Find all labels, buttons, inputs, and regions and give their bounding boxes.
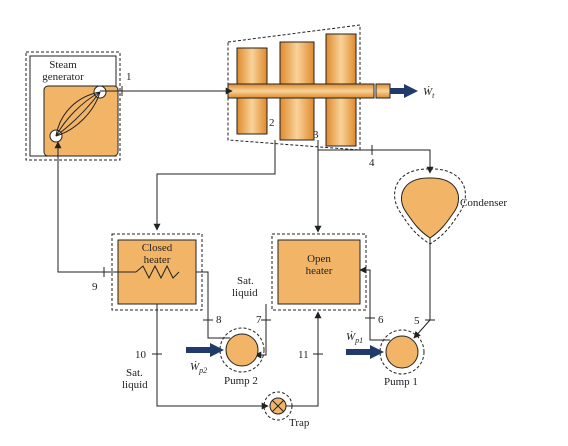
line-state-11 — [286, 311, 322, 407]
trap-label: Trap — [289, 417, 310, 429]
trap: Trap — [263, 391, 310, 429]
line-state-10 — [156, 304, 269, 410]
line-state-7 — [254, 304, 267, 359]
state-11-label: 11 — [298, 349, 309, 361]
open-heater: Open heater — [271, 233, 367, 311]
closed-heater-label-line1: Closed — [142, 242, 173, 254]
pump-2-label: Pump 2 — [224, 375, 258, 387]
steam-generator-label-line2: generator — [42, 71, 84, 83]
steam-generator: Steam generator — [25, 51, 121, 161]
line-state-4 — [317, 146, 434, 174]
state-5-label: 5 — [414, 315, 420, 327]
pump-1: Pump 1 — [379, 329, 425, 388]
turbine-shaft — [227, 83, 375, 99]
turbine-work-arrow: Ẇt — [390, 84, 435, 100]
state-8-label: 8 — [216, 314, 222, 326]
pump1-work-arrow: Ẇp1 — [346, 331, 384, 359]
state-4-label: 4 — [369, 157, 375, 169]
sat-liquid-2-line2: liquid — [122, 379, 148, 391]
trap-valve-icon — [272, 400, 284, 412]
wt-label: Ẇt — [423, 86, 435, 100]
steam-generator-label-line1: Steam — [49, 59, 77, 71]
sat-liquid-2-line1: Sat. — [126, 367, 143, 379]
pump-2: Pump 2 — [219, 327, 265, 387]
sat-liquid-1-line2: liquid — [232, 287, 258, 299]
line-state-2 — [153, 140, 276, 231]
state-7-label: 7 — [256, 314, 262, 326]
condenser: Condenser — [394, 168, 507, 245]
state-10-label: 10 — [135, 349, 147, 361]
closed-heater-label-line2: heater — [144, 254, 171, 266]
pump2-work-arrow: Ẇp2 — [186, 343, 224, 375]
open-heater-label-line2: heater — [306, 265, 333, 277]
line-state-6 — [359, 266, 390, 341]
state-2-label: 2 — [269, 117, 275, 129]
state-6-label: 6 — [378, 314, 384, 326]
condenser-label: Condenser — [460, 197, 507, 209]
pump-1-label: Pump 1 — [384, 376, 418, 388]
line-state-9 — [54, 141, 136, 273]
wp2-label: Ẇp2 — [190, 361, 207, 375]
wp1-label: Ẇp1 — [346, 331, 363, 345]
state-3-label: 3 — [313, 129, 319, 141]
state-9-label: 9 — [92, 281, 98, 293]
sat-liquid-1-line1: Sat. — [237, 275, 254, 287]
line-state-8 — [189, 268, 230, 339]
heater-coil-icon — [135, 264, 180, 280]
open-heater-label-line1: Open — [307, 253, 331, 265]
turbine — [227, 24, 391, 151]
state-1-label: 1 — [126, 71, 132, 83]
